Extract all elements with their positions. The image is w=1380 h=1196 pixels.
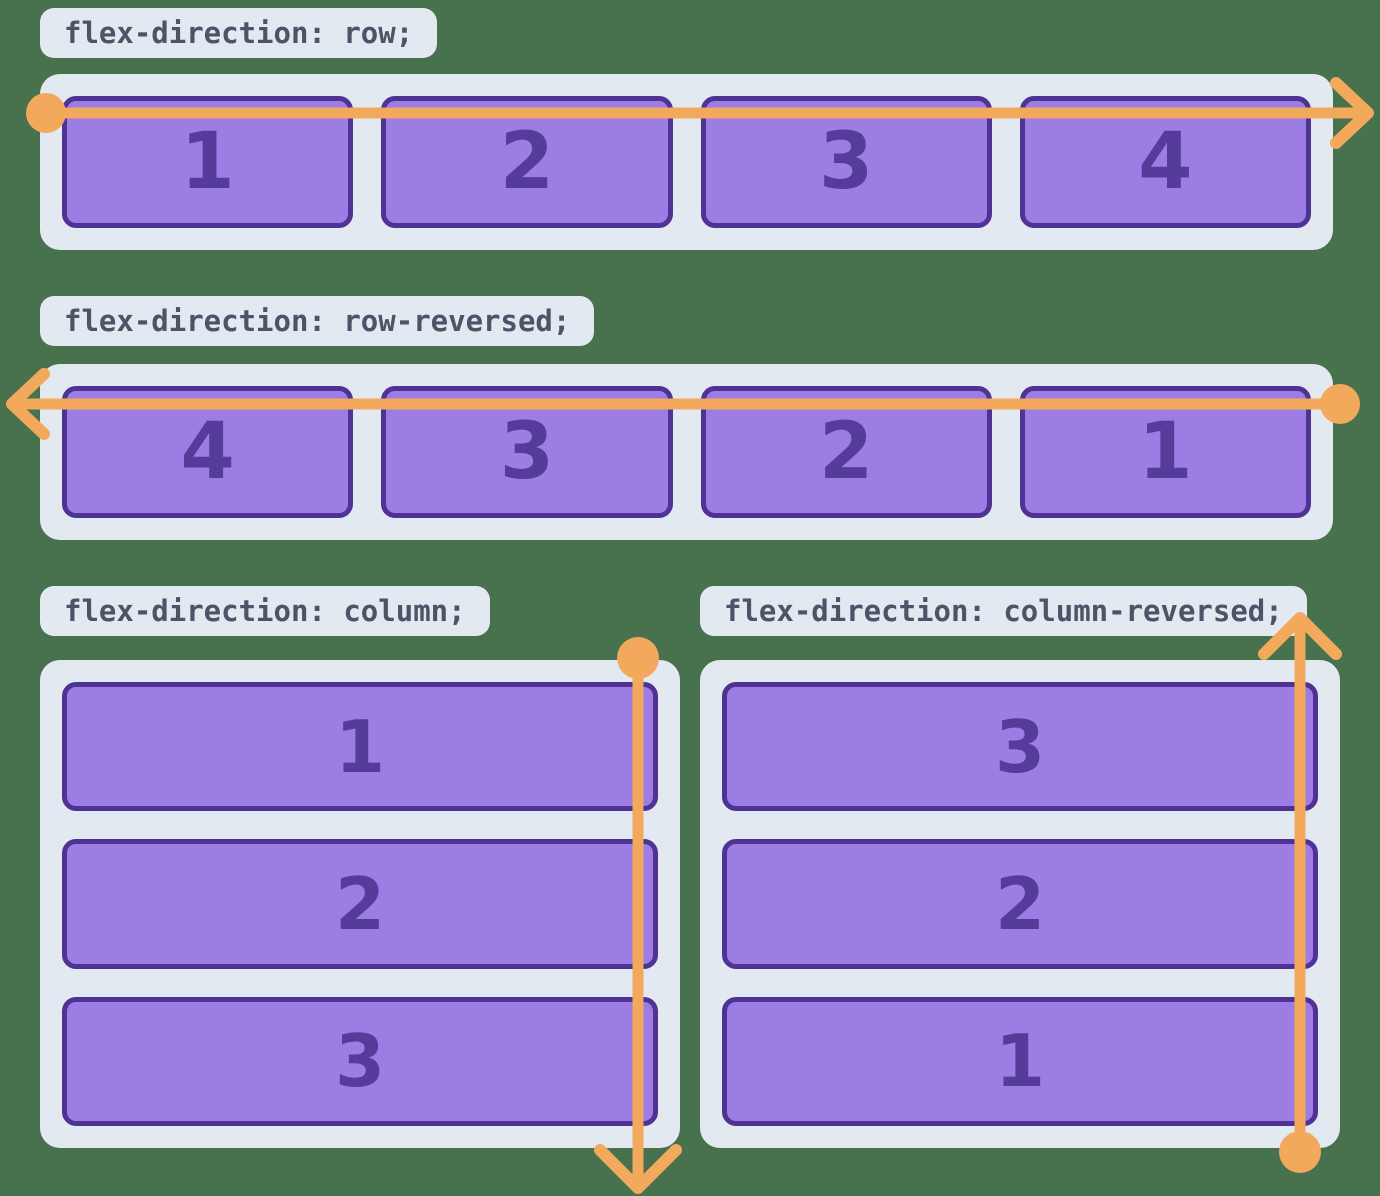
flex-item: 3: [62, 996, 658, 1126]
flex-item: 3: [722, 682, 1318, 812]
flex-item: 2: [722, 839, 1318, 969]
flex-item: 1: [1019, 386, 1311, 518]
arrowhead-down-icon: [594, 1144, 682, 1194]
flex-item: 4: [62, 386, 354, 518]
code-label-column-reversed: flex-direction: column-reversed;: [700, 586, 1307, 636]
flex-container-column-reversed: 3 2 1: [700, 660, 1340, 1148]
flex-container-row-reversed: 4 3 2 1: [40, 364, 1333, 540]
code-label-row-reversed: flex-direction: row-reversed;: [40, 296, 595, 346]
flex-item: 2: [381, 96, 673, 228]
flex-item: 1: [62, 682, 658, 812]
flex-container-row: 1 2 3 4: [40, 74, 1333, 250]
flex-item: 1: [722, 996, 1318, 1126]
flex-item: 4: [1019, 96, 1311, 228]
flex-item: 2: [700, 386, 992, 518]
flex-item: 1: [62, 96, 354, 228]
flex-item: 2: [62, 839, 658, 969]
arrowhead-right-icon: [1330, 77, 1374, 149]
code-label-column: flex-direction: column;: [40, 586, 490, 636]
code-label-row: flex-direction: row;: [40, 8, 438, 58]
flex-item: 3: [381, 386, 673, 518]
flex-item: 3: [700, 96, 992, 228]
flex-container-column: 1 2 3: [40, 660, 680, 1148]
